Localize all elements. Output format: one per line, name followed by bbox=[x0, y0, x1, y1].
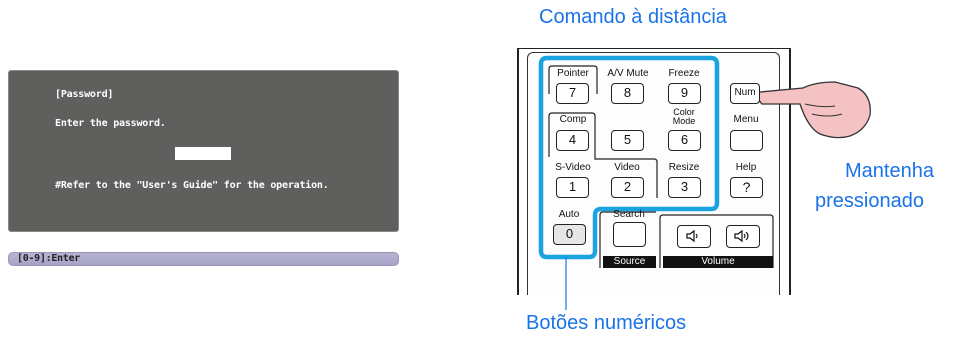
remote-caption: Comando à distância bbox=[539, 6, 727, 28]
hand-icon bbox=[757, 81, 871, 139]
key-4[interactable]: 4 bbox=[556, 130, 589, 151]
volume-bar-label: Volume bbox=[663, 256, 773, 268]
dialog-title: [Password] bbox=[55, 89, 114, 100]
help-label: Help bbox=[735, 162, 757, 173]
key-2[interactable]: 2 bbox=[611, 177, 644, 198]
help-bar: [0-9]:Enter bbox=[8, 252, 399, 266]
comp-label: Comp bbox=[559, 114, 587, 125]
help-bar-text: [0-9]:Enter bbox=[17, 253, 80, 264]
color-mode-label-line1: Color bbox=[673, 107, 695, 117]
svideo-label: S-Video bbox=[555, 162, 591, 173]
key-6[interactable]: 6 bbox=[668, 130, 701, 151]
video-label: Video bbox=[614, 162, 640, 173]
num-button[interactable]: Num bbox=[730, 83, 760, 104]
key-8[interactable]: 8 bbox=[611, 83, 644, 104]
speaker-high-icon bbox=[734, 229, 749, 243]
key-9[interactable]: 9 bbox=[668, 83, 701, 104]
key-1[interactable]: 1 bbox=[556, 177, 589, 198]
volume-down-button[interactable] bbox=[677, 225, 711, 248]
hold-caption-line2: pressionado bbox=[815, 190, 924, 212]
operation-note: #Refer to the "User's Guide" for the ope… bbox=[55, 180, 329, 191]
search-label: Search bbox=[613, 209, 645, 220]
speaker-low-icon bbox=[686, 229, 698, 243]
password-input[interactable] bbox=[175, 147, 231, 160]
key-0[interactable]: 0 bbox=[553, 224, 586, 245]
freeze-label: Freeze bbox=[668, 68, 700, 79]
av-mute-label: A/V Mute bbox=[607, 68, 649, 79]
auto-label: Auto bbox=[558, 209, 580, 220]
source-bar-label: Source bbox=[603, 256, 656, 268]
search-button[interactable] bbox=[613, 222, 646, 247]
help-button[interactable]: ? bbox=[730, 177, 763, 198]
menu-button[interactable] bbox=[730, 130, 763, 151]
pointer-label: Pointer bbox=[557, 68, 589, 79]
color-mode-label-line2: Mode bbox=[672, 116, 696, 126]
menu-label: Menu bbox=[733, 114, 759, 125]
password-prompt: Enter the password. bbox=[55, 118, 166, 129]
resize-label: Resize bbox=[668, 162, 700, 173]
hold-caption-line1: Mantenha bbox=[845, 160, 934, 182]
key-7[interactable]: 7 bbox=[556, 83, 589, 104]
volume-up-button[interactable] bbox=[726, 225, 760, 248]
numeric-buttons-caption: Botões numéricos bbox=[526, 312, 687, 334]
key-5[interactable]: 5 bbox=[611, 130, 644, 151]
key-3[interactable]: 3 bbox=[668, 177, 701, 198]
password-dialog: [Password] Enter the password. #Refer to… bbox=[8, 70, 399, 232]
